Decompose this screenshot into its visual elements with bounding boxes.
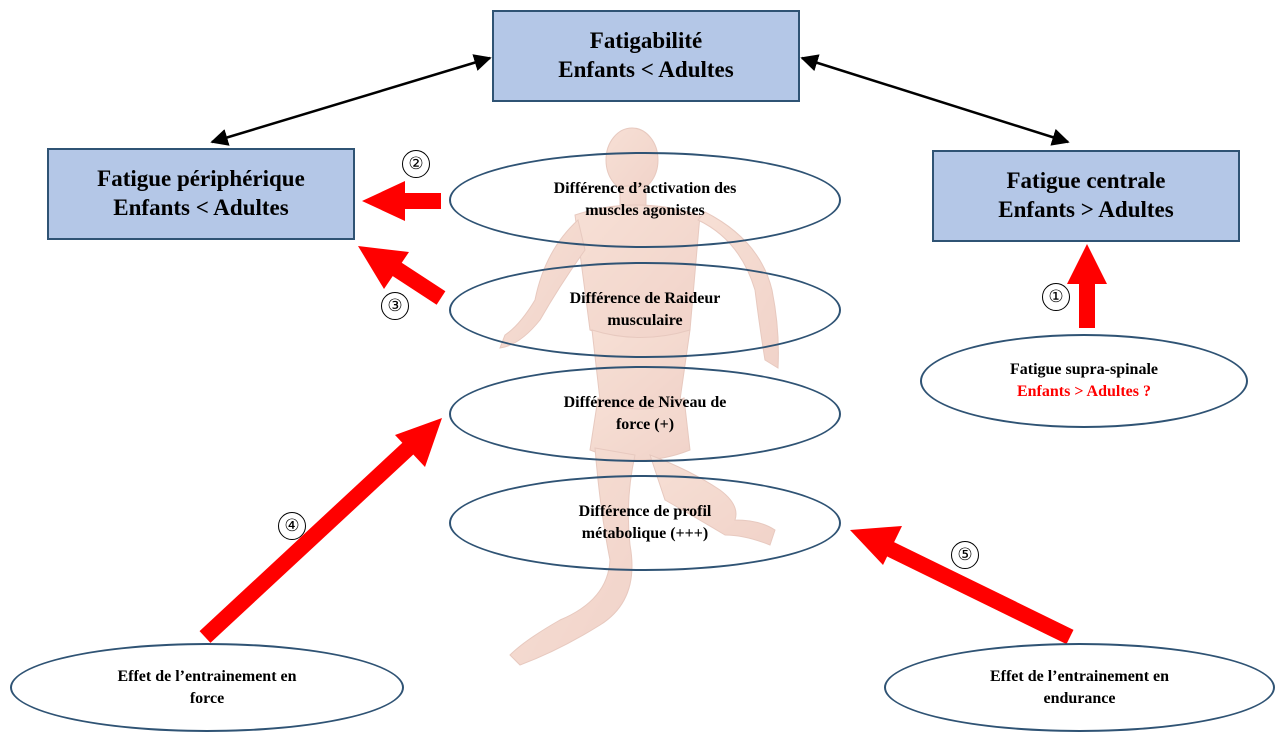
entrainement-endurance-line2: endurance xyxy=(1043,689,1116,707)
fatigue-centrale-box: Fatigue centrale Enfants > Adultes xyxy=(932,150,1240,242)
number-1-label: ① xyxy=(1042,283,1070,311)
entrainement-endurance-line1: Effet de l’entrainement en xyxy=(989,667,1170,685)
fatigue-centrale-comparison: Enfants > Adultes xyxy=(998,197,1174,222)
red-arrow-4 xyxy=(199,418,442,643)
red-arrow-5 xyxy=(850,526,1074,645)
raideur-line2: musculaire xyxy=(607,312,683,329)
profil-metabolique-ellipse: Différence de profil métabolique (+++) xyxy=(449,475,841,571)
fatigabilite-title: Fatigabilité xyxy=(589,28,703,54)
supra-spinale-line1: Fatigue supra-spinale xyxy=(1009,361,1158,379)
activation-line2: muscles agonistes xyxy=(585,202,705,219)
fatigue-peripherique-title: Fatigue périphérique xyxy=(97,166,305,192)
red-arrow-2 xyxy=(362,181,441,221)
niveau-force-ellipse: Différence de Niveau de force (+) xyxy=(449,366,841,462)
supra-spinale-ellipse: Fatigue supra-spinale Enfants > Adultes … xyxy=(920,334,1248,428)
supra-spinale-line2: Enfants > Adultes ? xyxy=(1016,383,1152,400)
arrow-top-to-left xyxy=(210,54,492,146)
entrainement-force-ellipse: Effet de l’entrainement en force xyxy=(10,643,404,732)
fatigabilite-box: Fatigabilité Enfants < Adultes xyxy=(492,10,800,102)
raideur-line1: Différence de Raideur xyxy=(569,290,721,308)
activation-ellipse: Différence d’activation des muscles agon… xyxy=(449,152,841,248)
red-arrow-1 xyxy=(1067,244,1107,328)
niveau-force-line2: force (+) xyxy=(615,416,675,433)
fatigue-peripherique-box: Fatigue périphérique Enfants < Adultes xyxy=(47,148,355,240)
number-4-label: ④ xyxy=(278,512,306,540)
fatigue-peripherique-comparison: Enfants < Adultes xyxy=(113,195,289,220)
number-2-label: ② xyxy=(402,150,430,178)
niveau-force-line1: Différence de Niveau de xyxy=(563,394,727,412)
fatigue-centrale-title: Fatigue centrale xyxy=(1006,168,1166,194)
number-3-label: ③ xyxy=(381,292,409,320)
red-arrow-3 xyxy=(358,246,446,305)
arrow-top-to-right xyxy=(800,54,1070,146)
entrainement-endurance-ellipse: Effet de l’entrainement en endurance xyxy=(884,643,1275,732)
profil-metabolique-line1: Différence de profil xyxy=(578,503,712,521)
entrainement-force-line1: Effet de l’entrainement en xyxy=(117,667,297,685)
profil-metabolique-line2: métabolique (+++) xyxy=(581,525,709,542)
number-5-label: ⑤ xyxy=(951,541,979,569)
fatigabilite-comparison: Enfants < Adultes xyxy=(558,57,734,82)
raideur-ellipse: Différence de Raideur musculaire xyxy=(449,262,841,358)
entrainement-force-line2: force xyxy=(189,689,225,707)
activation-line1: Différence d’activation des xyxy=(553,180,737,198)
